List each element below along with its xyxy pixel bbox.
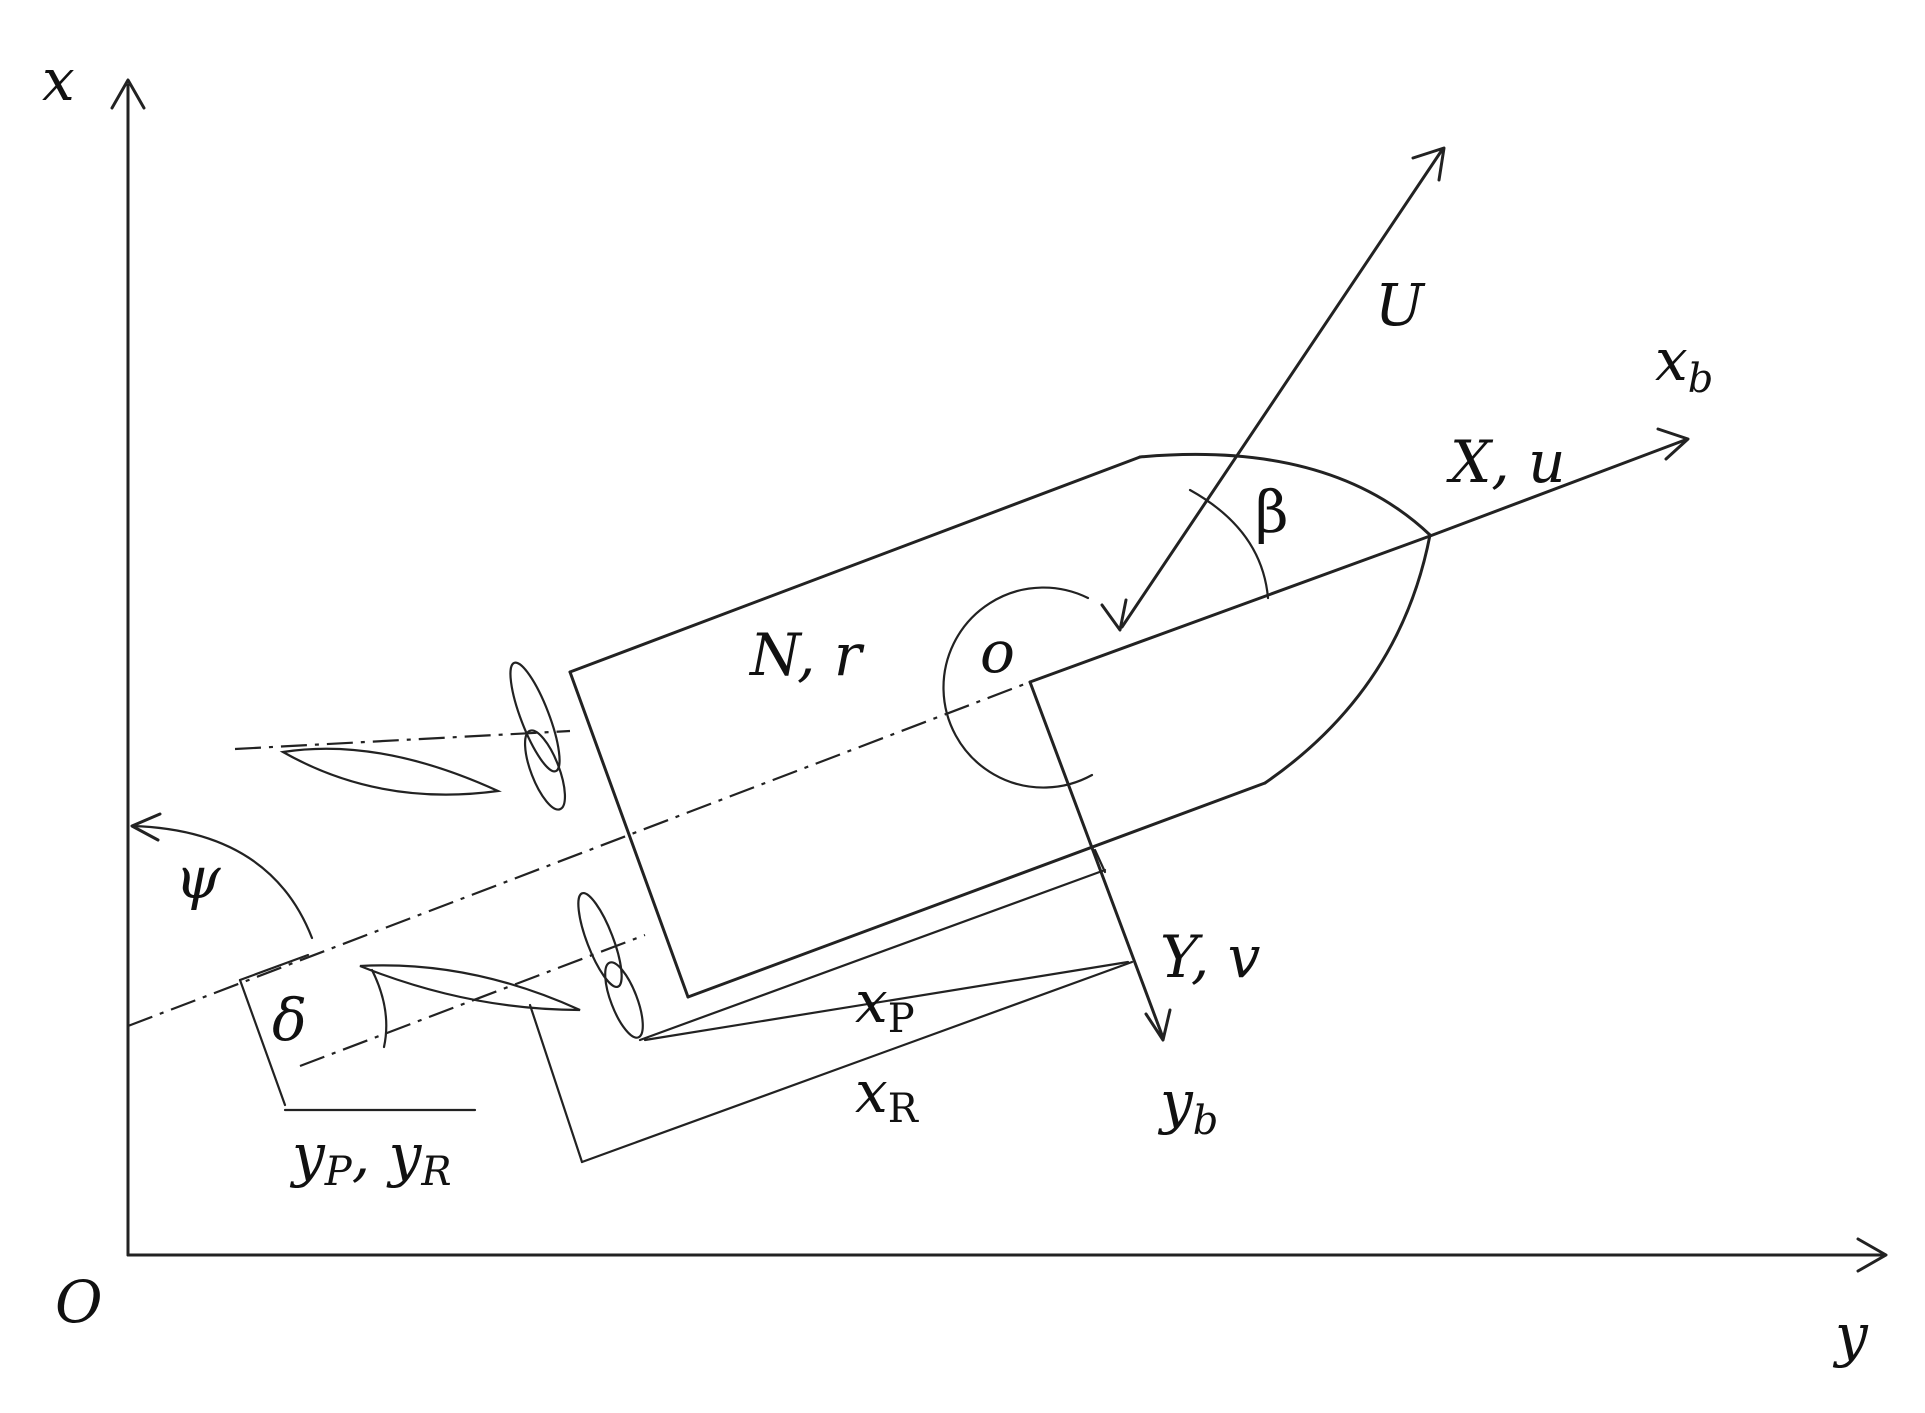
yp-yr-label: yP, yR bbox=[289, 1121, 451, 1195]
surge-label: X, u bbox=[1446, 428, 1566, 496]
port-shaft-line bbox=[234, 729, 571, 751]
rudder-angle bbox=[370, 968, 388, 1049]
hull-starboard-side bbox=[686, 781, 1267, 999]
offset-dimension bbox=[238, 978, 287, 1107]
body-origin-label: o bbox=[980, 618, 1015, 686]
drift-angle-arc bbox=[1188, 488, 1270, 600]
origin-label: O bbox=[55, 1268, 103, 1336]
xp-dimension bbox=[643, 960, 1130, 1042]
xr-extension bbox=[528, 1003, 584, 1164]
port-propulsion bbox=[234, 661, 571, 811]
drift-angle-label: β bbox=[1255, 478, 1289, 546]
xp-dim-line bbox=[638, 868, 1107, 1042]
global-axes bbox=[110, 78, 1888, 1273]
velocity-tail-arrowhead bbox=[1100, 598, 1128, 632]
heading-arc bbox=[130, 824, 314, 940]
velocity-line bbox=[1120, 148, 1444, 629]
sway-label: Y, v bbox=[1160, 923, 1261, 991]
stbd-rudder bbox=[359, 964, 581, 1012]
rudder-angle-arc bbox=[370, 968, 388, 1049]
body-y-line bbox=[1028, 680, 1164, 1037]
global-y-label: y bbox=[1832, 1301, 1869, 1369]
starboard-propulsion bbox=[299, 891, 646, 1068]
velocity-label: U bbox=[1375, 271, 1426, 339]
body-y-arrowhead bbox=[1144, 1008, 1172, 1042]
ship-hull bbox=[568, 452, 1432, 999]
velocity-vector bbox=[1100, 146, 1446, 632]
rudder-angle-label: δ bbox=[272, 986, 307, 1054]
body-x-axis bbox=[127, 427, 1690, 1028]
port-propeller-blade-upper bbox=[509, 661, 561, 773]
heading-label: ψ bbox=[175, 844, 221, 912]
hull-stern bbox=[568, 670, 690, 999]
body-y-axis bbox=[1028, 680, 1172, 1042]
body-x-arrowhead bbox=[1656, 427, 1690, 461]
xp-end-tick bbox=[1093, 848, 1107, 874]
bow-lower-curve bbox=[1263, 533, 1432, 785]
yaw-moment bbox=[942, 586, 1094, 789]
stbd-propeller-blade-lower bbox=[604, 961, 644, 1039]
yaw-label: N, r bbox=[748, 621, 865, 689]
yaw-arc bbox=[942, 586, 1094, 789]
xp-label: xP bbox=[855, 968, 915, 1042]
heading-arrowhead bbox=[130, 812, 162, 842]
stbd-propeller-blade-upper bbox=[577, 891, 623, 989]
hull-port-side bbox=[568, 455, 1142, 674]
global-y-arrowhead bbox=[1856, 1237, 1888, 1273]
global-x-arrowhead bbox=[110, 78, 146, 110]
velocity-arrowhead bbox=[1411, 146, 1446, 182]
heading-angle bbox=[130, 812, 314, 940]
xr-line bbox=[580, 960, 1134, 1164]
body-y-label: yb bbox=[1157, 1068, 1218, 1144]
global-x-label: x bbox=[42, 46, 75, 114]
lateral-offset bbox=[238, 953, 477, 1112]
xr-label: xR bbox=[855, 1058, 920, 1132]
xr-dimension bbox=[528, 848, 1134, 1164]
ship-centerline bbox=[127, 680, 1031, 1028]
body-x-solid bbox=[1028, 534, 1432, 684]
bow-upper-curve bbox=[1138, 452, 1432, 537]
xp-line bbox=[643, 960, 1130, 1042]
port-rudder bbox=[279, 747, 502, 796]
body-x-label: xb bbox=[1655, 326, 1713, 402]
offset-extension-upper bbox=[238, 953, 310, 982]
port-propeller-blade-lower bbox=[523, 729, 567, 811]
body-x-extension bbox=[1428, 438, 1687, 538]
